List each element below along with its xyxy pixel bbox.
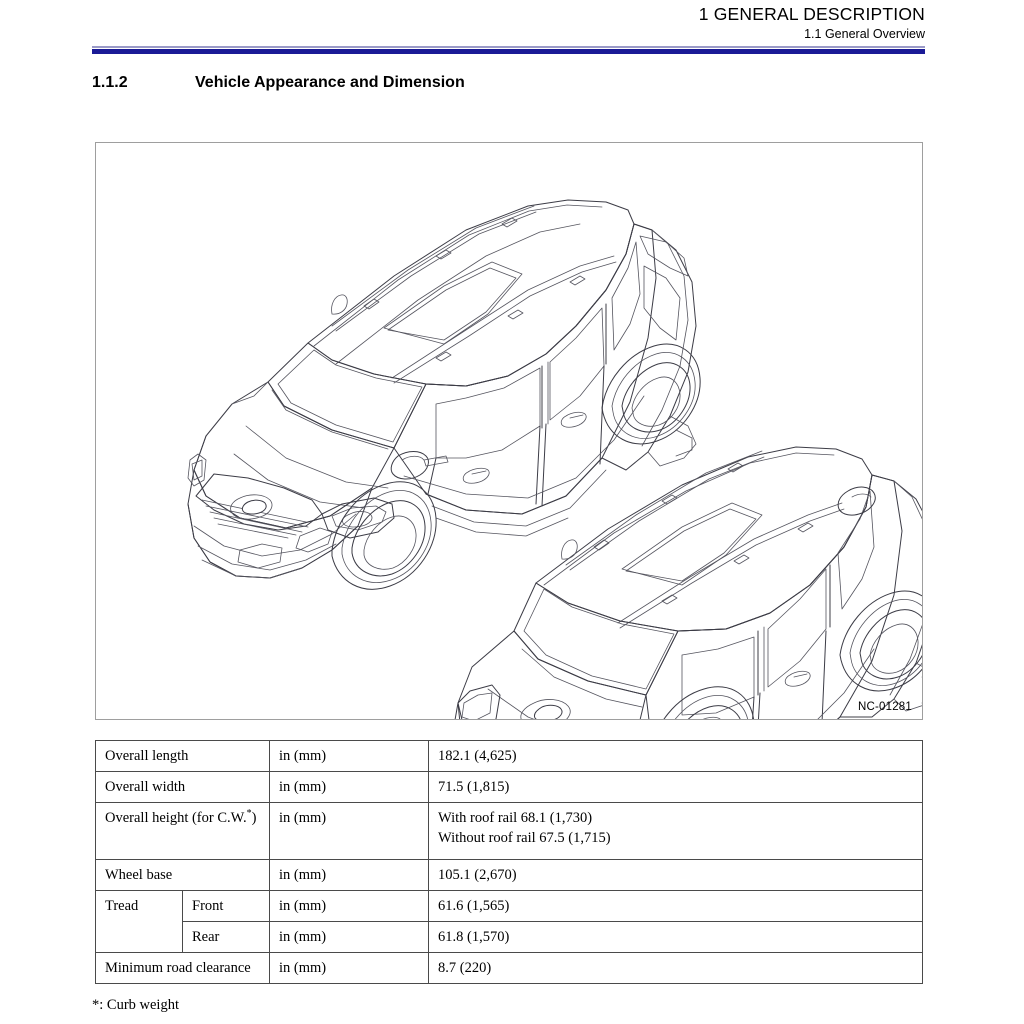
row-unit: in (mm) <box>269 952 429 984</box>
row-unit: in (mm) <box>269 771 429 803</box>
row-value: 61.6 (1,565) <box>428 890 923 922</box>
row-label: Minimum road clearance <box>95 952 270 984</box>
header-rule-gap <box>92 48 925 49</box>
table-row: Wheel base in (mm) 105.1 (2,670) <box>95 859 923 891</box>
section-heading: 1.1.2 Vehicle Appearance and Dimension <box>92 74 925 92</box>
row-value: 61.8 (1,570) <box>428 921 923 953</box>
row-label-suffix: ) <box>251 810 257 826</box>
row-unit: in (mm) <box>269 921 429 953</box>
row-value-line: Without roof rail 67.5 (1,715) <box>438 830 611 846</box>
header-rules <box>92 46 925 54</box>
row-value: 182.1 (4,625) <box>428 740 923 772</box>
row-label: Wheel base <box>95 859 270 891</box>
section-subtitle: 1.1 General Overview <box>804 27 925 41</box>
figure-box: NC-01281 <box>95 142 923 720</box>
footnote: *: Curb weight <box>92 997 179 1013</box>
row-sublabel: Front <box>182 890 270 922</box>
table-row: Tread Front in (mm) 61.6 (1,565) <box>95 890 923 953</box>
vehicle-front-view <box>187 199 701 590</box>
row-unit: in (mm) <box>269 859 429 891</box>
row-unit: in (mm) <box>269 740 429 772</box>
row-sublabel: Rear <box>182 921 270 953</box>
page-header: 1 GENERAL DESCRIPTION 1.1 General Overvi… <box>92 4 925 54</box>
vehicle-dimension-table: Overall length in (mm) 182.1 (4,625) Ove… <box>95 740 923 984</box>
header-rule-thin <box>92 46 925 48</box>
row-value: 71.5 (1,815) <box>428 771 923 803</box>
chapter-title: 1 GENERAL DESCRIPTION <box>698 4 925 24</box>
table-row: Rear in (mm) 61.8 (1,570) <box>96 921 923 953</box>
row-value: With roof rail 68.1 (1,730) Without roof … <box>428 802 923 860</box>
row-value: 8.7 (220) <box>428 952 923 984</box>
vehicle-illustration <box>187 199 922 719</box>
row-unit: in (mm) <box>269 890 429 922</box>
row-label: Overall length <box>95 740 270 772</box>
row-label-tread: Tread <box>95 890 183 953</box>
row-label-superscript: * <box>246 808 252 820</box>
row-value-line: With roof rail 68.1 (1,730) <box>438 810 593 826</box>
section-number: 1.1.2 <box>92 74 128 91</box>
row-unit: in (mm) <box>269 802 429 860</box>
table-row: Overall height (for C.W.*) in (mm) With … <box>95 802 923 860</box>
row-value: 105.1 (2,670) <box>428 859 923 891</box>
row-label: Overall width <box>95 771 270 803</box>
table-row: Overall length in (mm) 182.1 (4,625) <box>95 740 923 772</box>
table-row: Minimum road clearance in (mm) 8.7 (220) <box>95 952 923 984</box>
header-rule-thick <box>92 49 925 54</box>
section-name: Vehicle Appearance and Dimension <box>195 74 465 91</box>
row-label-text: Overall height (for C.W. <box>105 810 247 826</box>
vehicle-rear-view <box>454 446 922 719</box>
figure-caption: NC-01281 <box>857 701 912 713</box>
table-row: Overall width in (mm) 71.5 (1,815) <box>95 771 923 803</box>
row-label: Overall height (for C.W.*) <box>95 802 270 860</box>
